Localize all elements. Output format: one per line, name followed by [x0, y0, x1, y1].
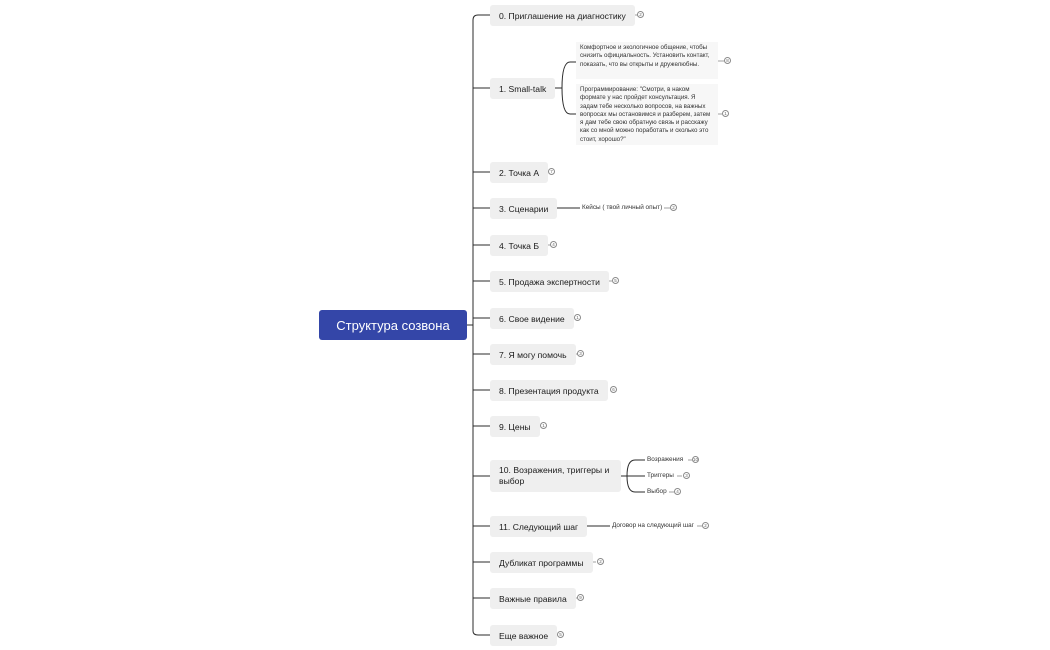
topic-point-a[interactable]: 2. Точка А: [490, 162, 549, 183]
collapsed-count-badge[interactable]: 1: [540, 422, 547, 429]
root-topic[interactable]: Структура созвона: [319, 310, 467, 340]
topic-program-duplicate[interactable]: Дубликат программы: [490, 552, 593, 573]
collapsed-count-badge[interactable]: 7: [548, 168, 555, 175]
collapsed-count-badge[interactable]: 3: [683, 472, 690, 479]
collapsed-count-badge[interactable]: 5: [557, 631, 564, 638]
topic-i-can-help[interactable]: 7. Я могу помочь: [490, 344, 576, 365]
note-small-talk-purpose[interactable]: Комфортное и экологичное общение, чтобы …: [576, 42, 718, 79]
topic-objections[interactable]: 10. Возражения, триггеры и выбор: [490, 460, 621, 492]
topic-prices[interactable]: 9. Цены: [490, 416, 540, 437]
topic-invitation[interactable]: 0. Приглашение на диагностику: [490, 5, 635, 26]
leaf-choice[interactable]: Выбор: [647, 488, 667, 495]
topic-product-presentation[interactable]: 8. Презентация продукта: [490, 380, 608, 401]
leaf-cases[interactable]: Кейсы ( твой личный опыт): [582, 204, 663, 211]
collapsed-count-badge[interactable]: 10: [692, 456, 699, 463]
collapsed-count-badge[interactable]: 2: [670, 204, 677, 211]
collapsed-count-badge[interactable]: 6: [610, 386, 617, 393]
collapsed-count-badge[interactable]: 8: [724, 57, 731, 64]
collapsed-count-badge[interactable]: 2: [637, 11, 644, 18]
collapsed-count-badge[interactable]: 9: [577, 594, 584, 601]
topic-own-vision[interactable]: 6. Свое видение: [490, 308, 574, 329]
topic-more-important[interactable]: Еще важное: [490, 625, 558, 646]
leaf-next-step-agreement[interactable]: Договор на следующий шаг: [612, 522, 695, 529]
collapsed-count-badge[interactable]: 2: [702, 522, 709, 529]
topic-point-b[interactable]: 4. Точка Б: [490, 235, 548, 256]
collapsed-count-badge[interactable]: 5: [612, 277, 619, 284]
collapsed-count-badge[interactable]: 2: [597, 558, 604, 565]
collapsed-count-badge[interactable]: 4: [550, 241, 557, 248]
topic-expertise-sale[interactable]: 5. Продажа экспертности: [490, 271, 609, 292]
topic-small-talk[interactable]: 1. Small-talk: [490, 78, 556, 99]
collapsed-count-badge[interactable]: 1: [574, 314, 581, 321]
topic-scenarios[interactable]: 3. Сценарии: [490, 198, 558, 219]
leaf-objections[interactable]: Возражения: [647, 456, 684, 463]
topic-next-step[interactable]: 11. Следующий шаг: [490, 516, 588, 537]
topic-important-rules[interactable]: Важные правила: [490, 588, 576, 609]
collapsed-count-badge[interactable]: 4: [674, 488, 681, 495]
note-small-talk-programming[interactable]: Программирование: "Смотри, в наком форма…: [576, 84, 718, 145]
collapsed-count-badge[interactable]: 3: [577, 350, 584, 357]
collapsed-count-badge[interactable]: 1: [722, 110, 729, 117]
leaf-triggers[interactable]: Триггеры: [647, 472, 674, 479]
